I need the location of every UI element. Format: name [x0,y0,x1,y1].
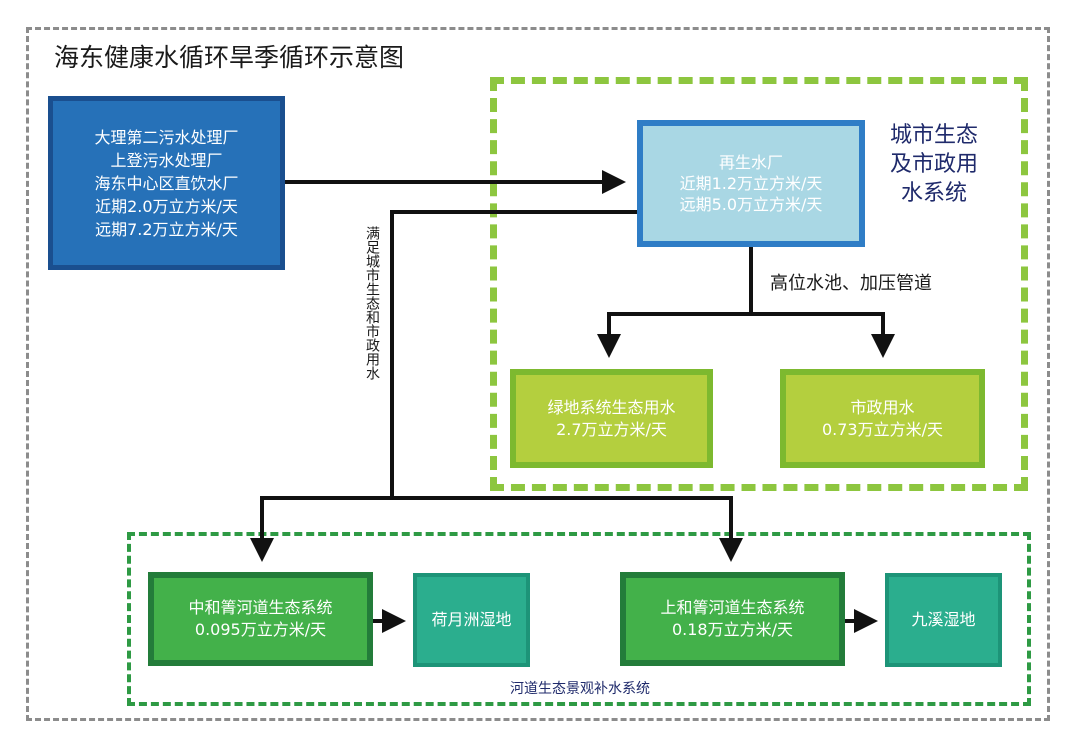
diagram-frame [26,27,1050,721]
city-system-zone [490,77,1028,491]
pipe-connector-label: 高位水池、加压管道 [770,273,932,294]
greenland-water-box: 绿地系统生态用水 2.7万立方米/天 [510,369,713,468]
city-system-label: 城市生态 及市政用 水系统 [889,123,978,206]
river-system-label: 河道生态景观补水系统 [510,681,650,697]
diagram-title: 海东健康水循环旱季循环示意图 [54,43,405,72]
wetland-heyuezhou-box: 荷月洲湿地 [413,573,530,667]
line-regen-to-rivers [390,210,637,498]
river-upper-box: 上和箐河道生态系统 0.18万立方米/天 [620,572,845,666]
municipal-water-box: 市政用水 0.73万立方米/天 [780,369,985,468]
river-system-zone [127,532,1031,706]
regen-plant-box: 再生水厂 近期1.2万立方米/天 远期5.0万立方米/天 [637,120,865,247]
wetland-jiuxi-box: 九溪湿地 [885,573,1002,667]
vertical-connector-label: 满足城市生态和市政用水 [364,226,380,380]
river-middle-box: 中和箐河道生态系统 0.095万立方米/天 [148,572,373,666]
source-plants-box: 大理第二污水处理厂 上登污水处理厂 海东中心区直饮水厂 近期2.0万立方米/天 … [48,96,285,270]
